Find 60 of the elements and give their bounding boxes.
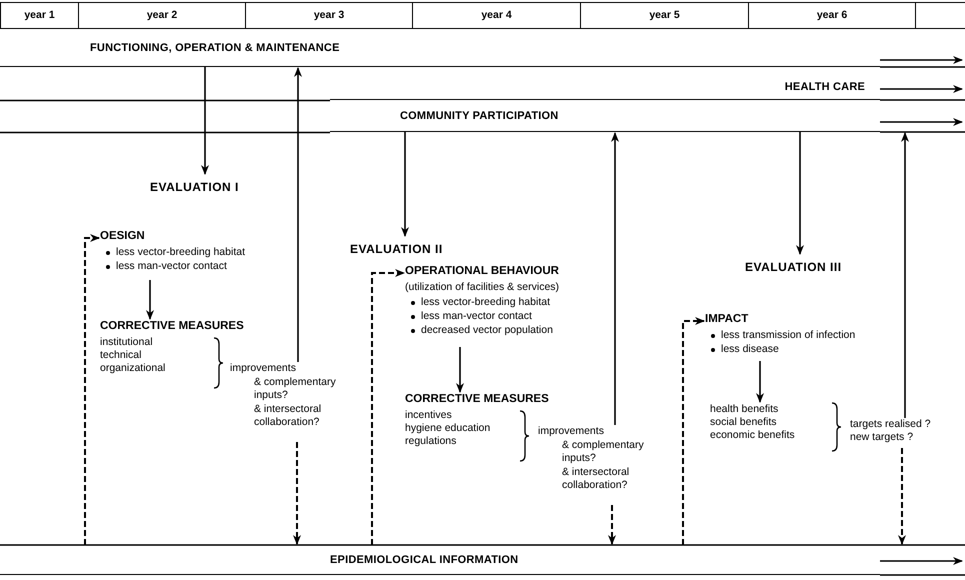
arrow [901, 132, 909, 418]
list-item: & complementary inputs? [253, 376, 337, 402]
bullet-item: less man-vector contact [116, 260, 227, 273]
dashed-arrow [371, 269, 405, 545]
arrow [796, 132, 804, 255]
list-item: regulations [405, 435, 458, 448]
bullet-item: less transmission of infection [721, 329, 856, 342]
section-heading: OPERATIONAL BEHAVIOUR [405, 265, 560, 278]
list-item: new targets ? [850, 431, 914, 444]
arrow [456, 347, 464, 393]
list-item: social benefits [710, 416, 778, 429]
dashed-arrow [608, 505, 616, 545]
arrow [756, 361, 764, 403]
list-item: technical [100, 349, 142, 362]
band-label: EPIDEMIOLOGICAL INFORMATION [330, 553, 518, 568]
list-item: targets realised ? [850, 418, 932, 431]
year-label: year 2 [146, 8, 178, 23]
arrow [880, 557, 963, 565]
year-label: year 4 [481, 8, 512, 23]
bullet-item: less vector-breeding habitat [116, 246, 245, 259]
dashed-arrow [682, 317, 705, 545]
bullet-item: less vector-breeding habitat [421, 296, 550, 309]
arrow [146, 280, 154, 320]
year-label: year 1 [24, 8, 55, 23]
year-label: year 5 [649, 8, 680, 23]
band-label: COMMUNITY PARTICIPATION [400, 109, 558, 124]
year-label: year 3 [314, 8, 344, 23]
bullet-item: less man-vector contact [421, 310, 532, 323]
dashed-arrow [293, 442, 301, 545]
list-item: economic benefits [710, 429, 796, 442]
arrow [611, 132, 619, 425]
section-heading: IMPACT [705, 313, 750, 326]
list-item: improvements [230, 362, 297, 375]
evaluation-label: EVALUATION III [745, 260, 842, 274]
arrow [880, 118, 963, 126]
list-item: & intersectoral collaboration? [561, 466, 630, 492]
list-item: & intersectoral collaboration? [253, 403, 322, 429]
arrow [201, 67, 209, 175]
evaluation-label: EVALUATION II [350, 242, 443, 256]
dashed-arrow [898, 448, 906, 545]
bullet-item: less disease [721, 343, 779, 356]
list-item: health benefits [710, 403, 780, 416]
arrow [880, 85, 963, 93]
dashed-arrow [84, 234, 100, 545]
list-item: institutional [100, 336, 154, 349]
section-heading: CORRECTIVE MEASURES [100, 320, 245, 333]
bullet-item: decreased vector population [421, 324, 553, 337]
band-label: FUNCTIONING, OPERATION & MAINTENANCE [90, 41, 340, 56]
band-label: HEALTH CARE [784, 80, 865, 95]
section-heading: CORRECTIVE MEASURES [405, 393, 550, 406]
section-heading: OESIGN [100, 230, 146, 243]
arrow [294, 67, 302, 362]
evaluation-label: EVALUATION I [150, 180, 239, 194]
arrow [401, 132, 409, 237]
list-item: incentives [405, 409, 453, 422]
year-label: year 6 [816, 8, 848, 23]
arrow [880, 56, 963, 64]
list-item: & complementary inputs? [561, 439, 645, 465]
subheading-text: (utilization of facilities & services) [405, 281, 560, 294]
list-item: improvements [538, 425, 605, 438]
